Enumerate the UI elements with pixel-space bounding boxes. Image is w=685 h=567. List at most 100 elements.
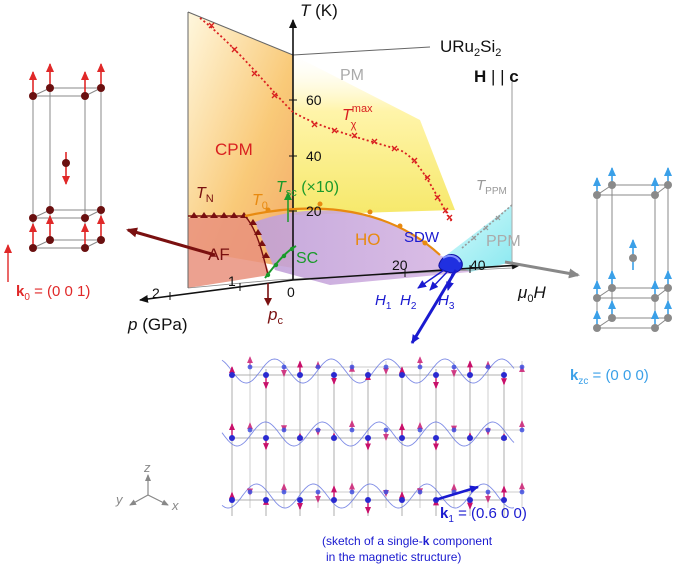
coord-z-label: z [143,460,151,475]
sketch-atom [331,372,337,378]
sketch-atom [365,497,371,503]
tsc-pointer-head [284,192,292,200]
sketch-sine-wave [221,483,515,509]
ppm-label: PPM [486,233,521,250]
sketch-atom-back [281,489,287,495]
sketch-note-line2: in the magnetic structure) [326,550,461,564]
af-label: AF [208,245,230,264]
sketch-atom [467,435,473,441]
coord-x-label: x [171,498,179,513]
h-tick-label-40: 40 [470,257,486,273]
kzc-label: kzc = (0 0 0) [570,367,649,387]
sketch-atom-back [383,489,389,495]
sketch-atom [399,497,405,503]
pc-arrow-head [264,298,272,306]
k1-label: k1 = (0.6 0 0) [440,505,527,525]
h2-arrow [429,271,448,291]
sketch-atom [399,372,405,378]
t-tick-label-60: 60 [306,92,322,108]
sdw-structure-sketch [221,356,525,516]
sketch-atom [467,497,473,503]
sdw-edge [442,254,461,263]
sketch-atom [331,435,337,441]
sketch-atom-back [485,364,491,370]
sketch-atom-back [315,364,321,370]
sketch-atom [263,435,269,441]
cpm-label: CPM [215,140,253,159]
sketch-atom [433,435,439,441]
af-to-lattice-arrow [126,227,216,257]
h1-label: H1 [375,292,392,312]
coord-triad [129,474,169,506]
sketch-atom-back [451,364,457,370]
t-axis-label: T (K) [300,1,338,20]
sketch-atom-back [519,427,525,433]
sketch-atom [501,497,507,503]
h3-label: H3 [438,292,455,312]
sdw-label: SDW [404,229,440,246]
sketch-atom [229,372,235,378]
sketch-atom-back [383,427,389,433]
frame-line-top [187,11,294,56]
pm-label: PM [340,67,364,84]
t0-markers [265,201,428,246]
pc-label: pc [267,305,283,327]
t-tick-label-20: 20 [306,203,322,219]
sketch-atom-back [417,489,423,495]
sketch-atom-back [417,427,423,433]
sketch-atom [263,372,269,378]
tn-markers [190,212,270,258]
sketch-atom-back [485,489,491,495]
cpm-region-left [188,12,293,268]
k0-label: k0 = (0 0 1) [16,283,90,303]
sketch-atom [229,497,235,503]
sketch-atom-back [451,427,457,433]
h-tick-label-20: 20 [392,257,408,273]
sketch-atom [501,372,507,378]
h2-label: H2 [400,292,417,312]
ppm-to-lattice-arrow [504,260,580,279]
sketch-atom-back [417,364,423,370]
sketch-atom [263,497,269,503]
p-tick-label-2: 2 [152,285,160,301]
sketch-atom [331,497,337,503]
tsc-markers [265,246,295,278]
ppm-atoms [593,181,672,332]
af-lattice [32,87,102,249]
sketch-atom-back [315,427,321,433]
material-leader [292,46,431,56]
sketch-atom-back [349,364,355,370]
tsc-label: Tsc (×10) [276,179,339,199]
sdw-to-sketch-arrow [410,269,458,344]
sketch-atom-back [349,427,355,433]
h-axis [292,261,521,281]
tn-label: TN [196,185,214,205]
sketch-atom [297,372,303,378]
k1-direction-arrow [434,485,479,502]
sketch-atom-back [349,489,355,495]
cpm-region-back [293,55,455,215]
sketch-atom-back [485,427,491,433]
sketch-atom [433,372,439,378]
origin-label: 0 [287,284,295,300]
sketch-atom-back [247,489,253,495]
af-atoms [29,84,105,252]
sketch-atom-back [247,364,253,370]
sketch-atom [501,435,507,441]
sketch-atom-back [281,364,287,370]
sketch-atom [467,372,473,378]
h1-arrow [417,269,445,289]
sketch-atom [297,435,303,441]
p-tick-label-1: 1 [228,273,236,289]
sketch-note-line1: (sketch of a single-k component [322,534,493,548]
material-label: URu2Si2 [440,37,501,59]
sketch-atom [229,435,235,441]
t0-label: T0 [252,192,268,212]
tchi-max-markers [208,22,453,221]
t-tick-label-40: 40 [306,148,322,164]
sketch-atom [399,435,405,441]
sc-label: SC [296,250,318,267]
sketch-atom [297,497,303,503]
